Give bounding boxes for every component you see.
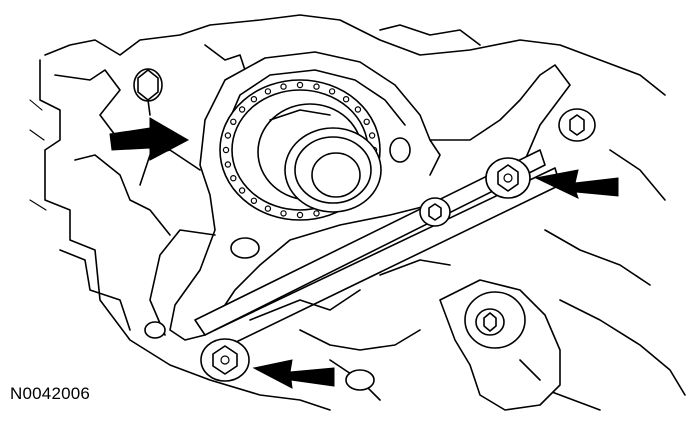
seal-dot	[342, 95, 350, 103]
lower-bracket	[299, 279, 561, 411]
seal-dot	[280, 210, 287, 217]
hex-bolt-icon	[200, 338, 250, 382]
plug-icon	[558, 108, 596, 142]
seal-dot	[230, 118, 237, 126]
seal-dot	[238, 187, 246, 194]
seal-dot	[313, 210, 320, 217]
seal-dot	[354, 106, 362, 113]
plug-icon	[419, 197, 451, 227]
seal-dot	[250, 197, 258, 204]
seal-dot	[264, 205, 272, 212]
seal-dot	[328, 88, 336, 95]
seal-dot	[296, 211, 304, 219]
figure-id-label: N0042006	[10, 384, 91, 403]
arrow-icon	[252, 359, 335, 389]
seal-dot	[280, 83, 287, 90]
arrow-icon	[109, 117, 190, 161]
seal-dot	[363, 118, 370, 126]
hex-bolt-icon	[485, 157, 531, 199]
arrow-icon	[534, 169, 619, 199]
seal-dot	[296, 81, 304, 89]
plug-icon	[475, 308, 505, 336]
seal-dot	[238, 106, 246, 113]
hex-bolt-icon	[133, 68, 163, 116]
seal-dot	[222, 146, 230, 154]
seal-dot	[224, 132, 232, 139]
crankshaft-hub	[257, 103, 382, 213]
seal-dot	[250, 95, 258, 103]
seal-dot	[224, 161, 232, 168]
seal-dot	[313, 83, 320, 90]
seal-dot	[264, 88, 272, 95]
plug-icon	[144, 137, 411, 391]
seal-dot	[368, 132, 376, 139]
seal-dot	[230, 174, 237, 182]
